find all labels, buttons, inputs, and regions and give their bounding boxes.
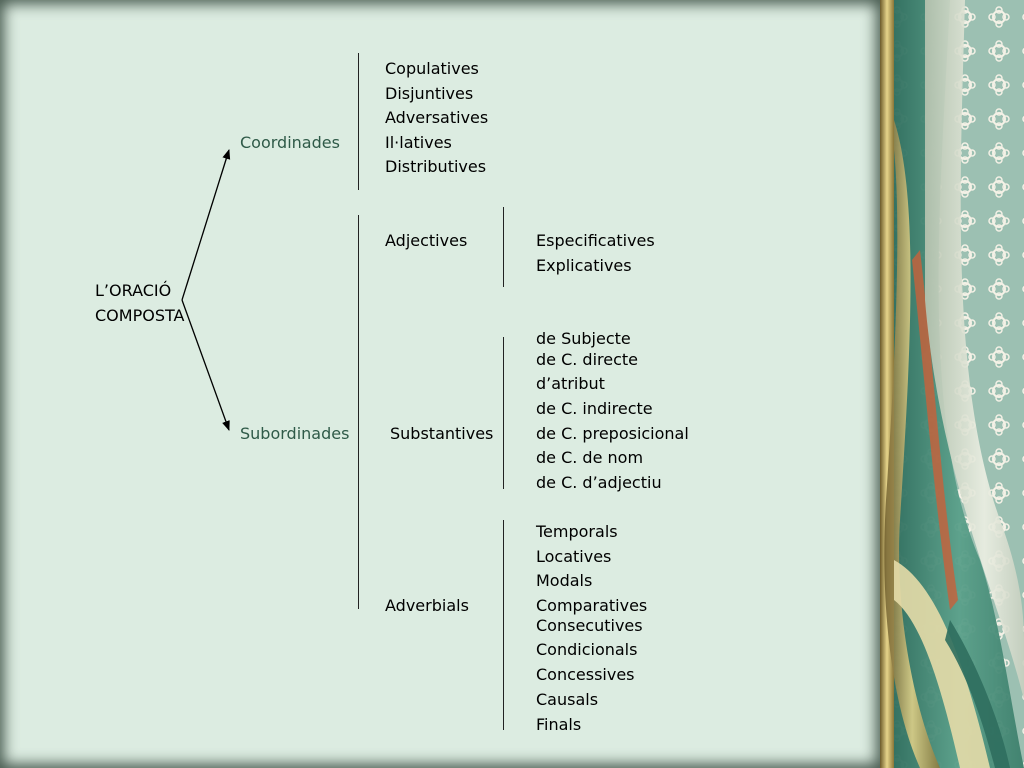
- decorative-drapes-image: [880, 0, 1024, 768]
- substantives-item: d’atribut: [536, 374, 605, 393]
- coordinades-item: Distributives: [385, 157, 487, 176]
- adverbials-item: Concessives: [536, 665, 635, 684]
- root-label-line1: L’ORACIÓ: [95, 281, 172, 300]
- branch-arrows: [181, 149, 231, 431]
- slide-canvas: L’ORACIÓ COMPOSTA Coordinades Subordinad…: [0, 0, 880, 768]
- substantives-item: de C. de nom: [536, 448, 644, 467]
- arrow-to-subordinades: [181, 299, 230, 431]
- adverbials-item: Finals: [536, 715, 582, 734]
- substantives-item: de C. preposicional: [536, 424, 689, 443]
- adverbials-item: Locatives: [536, 547, 612, 566]
- adjectives-item: Especificatives: [536, 231, 655, 250]
- substantives-item: de C. indirecte: [536, 399, 653, 418]
- coordinades-item: Adversatives: [385, 108, 489, 127]
- adverbials-item: Modals: [536, 571, 593, 590]
- root-label-line2: COMPOSTA: [95, 306, 185, 325]
- adverbials-item: Consecutives: [536, 616, 643, 635]
- adverbials-item: Causals: [536, 690, 599, 709]
- adverbials-bracket: [503, 520, 504, 730]
- decorative-side-panel: [880, 0, 1024, 768]
- coordinades-bracket: [358, 53, 359, 190]
- substantives-bracket: [503, 337, 504, 489]
- adverbials-item: Condicionals: [536, 640, 638, 659]
- substantives-item: de C. d’adjectiu: [536, 473, 662, 492]
- branch-coordinades: Coordinades: [240, 133, 340, 152]
- substantives-item: de Subjecte: [536, 329, 631, 348]
- type-substantives: Substantives: [390, 424, 494, 443]
- subordinades-bracket: [358, 215, 359, 609]
- adjectives-item: Explicatives: [536, 256, 632, 275]
- type-adverbials: Adverbials: [385, 596, 469, 615]
- type-adjectives: Adjectives: [385, 231, 468, 250]
- coordinades-item: Il·latives: [385, 133, 452, 152]
- arrow-to-coordinades: [181, 149, 231, 301]
- adverbials-item: Temporals: [536, 522, 618, 541]
- coordinades-item: Copulatives: [385, 59, 479, 78]
- coordinades-item: Disjuntives: [385, 84, 474, 103]
- adverbials-item: Comparatives: [536, 596, 648, 615]
- branch-subordinades: Subordinades: [240, 424, 350, 443]
- substantives-item: de C. directe: [536, 350, 639, 369]
- adjectives-bracket: [503, 207, 504, 287]
